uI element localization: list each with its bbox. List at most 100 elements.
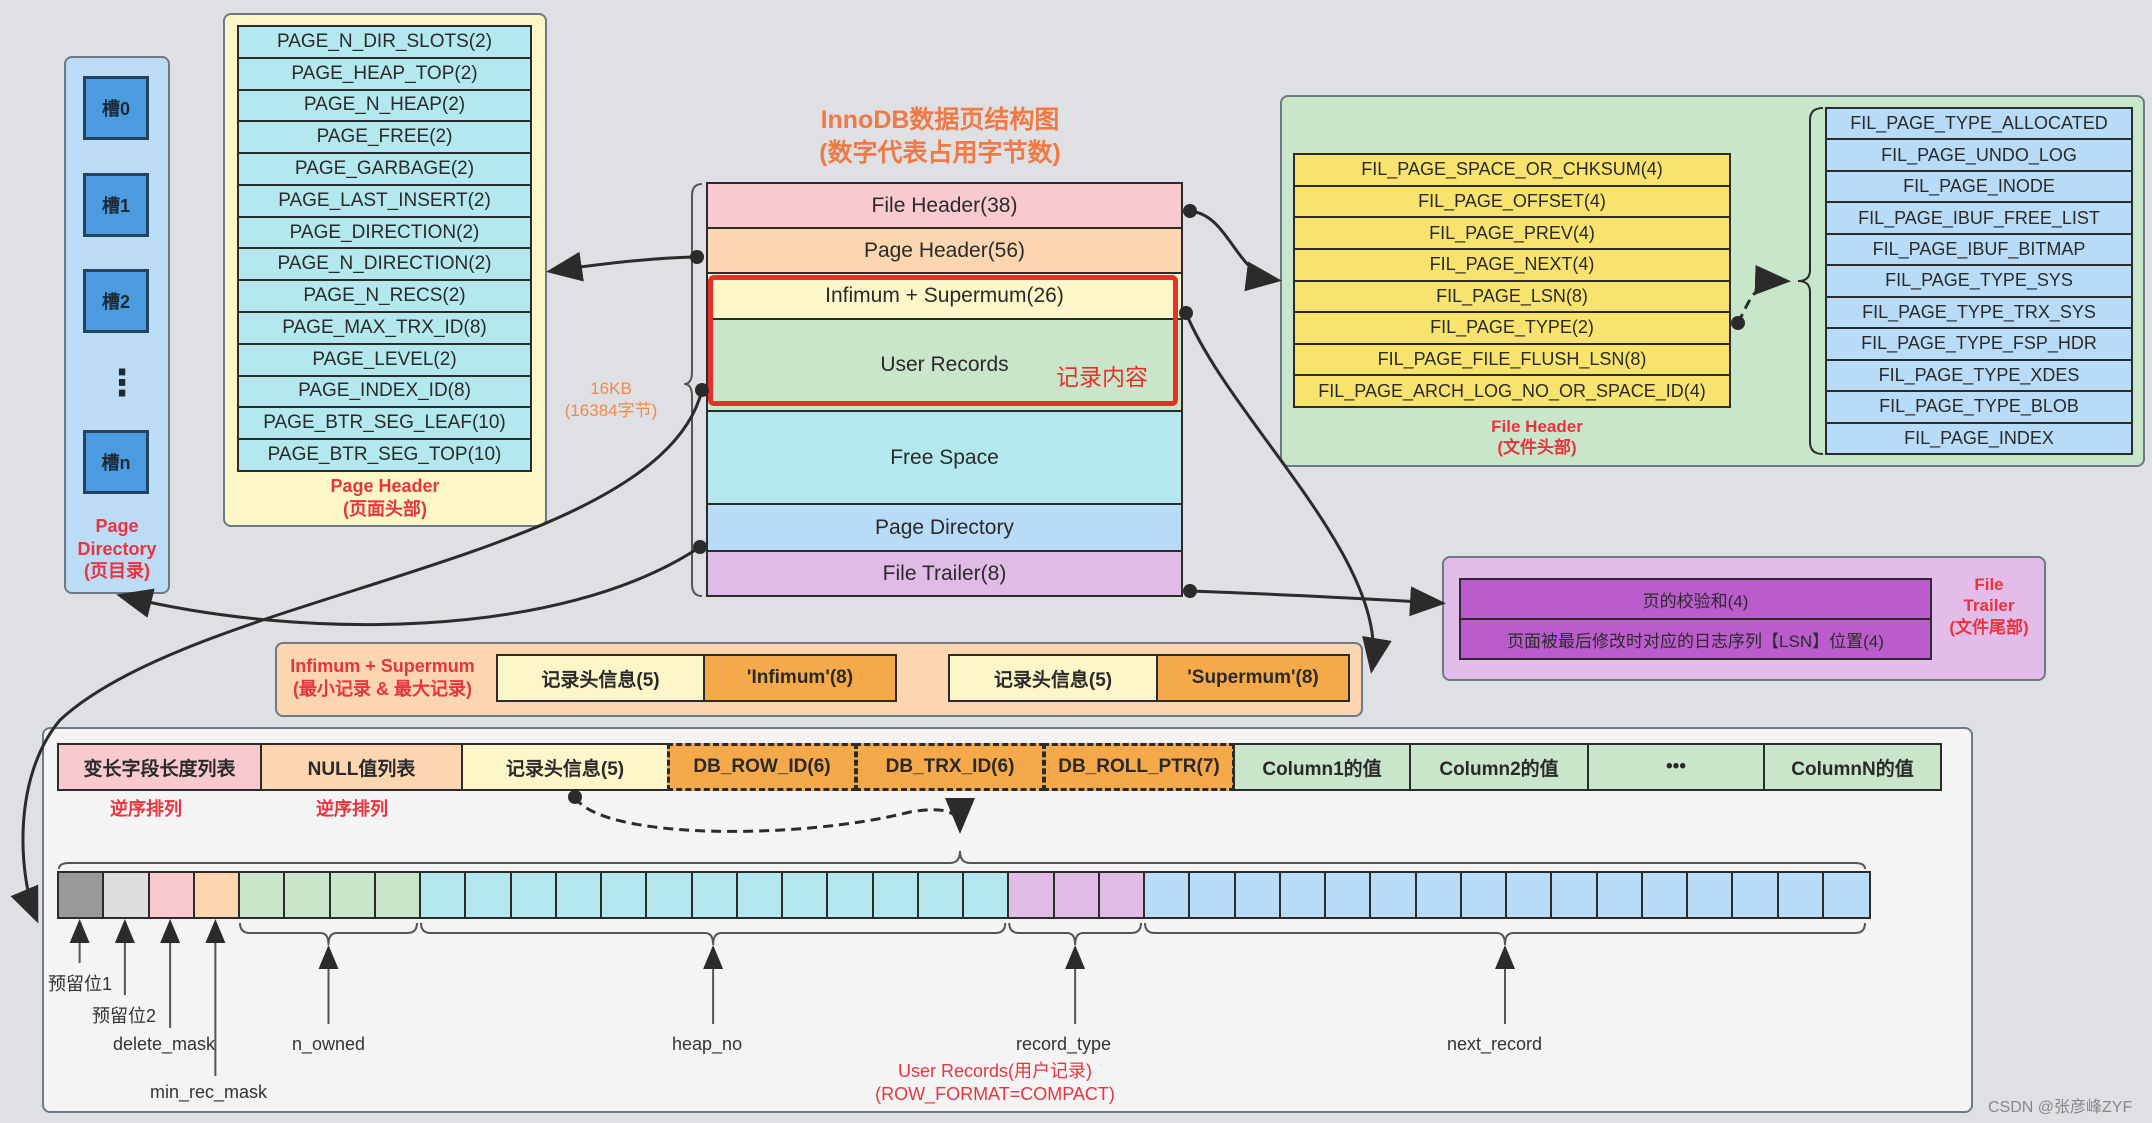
file-header-field: FIL_PAGE_LSN(8): [1295, 282, 1729, 314]
section-infimum-supermum[interactable]: Infimum + Supermum(26): [708, 274, 1181, 320]
bit-cell: [828, 873, 874, 917]
supermum-record: 记录头信息(5) 'Supermum'(8): [948, 654, 1350, 702]
file-header-field: FIL_PAGE_FILE_FLUSH_LSN(8): [1295, 345, 1729, 377]
bit-cell: [59, 873, 105, 917]
page-header-field: PAGE_BTR_SEG_TOP(10): [267, 444, 502, 466]
page-type-item: FIL_PAGE_TYPE_XDES: [1827, 361, 2131, 393]
bit-cell: [421, 873, 467, 917]
bit-cell: [918, 873, 964, 917]
slot-0: 槽0: [83, 76, 149, 140]
file-trailer-field-list: 页的校验和(4) 页面被最后修改时对应的日志序列【LSN】位置(4): [1459, 578, 1932, 660]
file-trailer-field: 页面被最后修改时对应的日志序列【LSN】位置(4): [1507, 631, 1884, 651]
bit-cell: [1371, 873, 1417, 917]
page-type-item: FIL_PAGE_UNDO_LOG: [1827, 140, 2131, 172]
file-header-field: FIL_PAGE_NEXT(4): [1295, 250, 1729, 282]
page-directory-caption: Page Directory (页目录): [77, 516, 157, 581]
file-header-field: FIL_PAGE_ARCH_LOG_NO_OR_SPACE_ID(4): [1318, 380, 1706, 401]
record-field: DB_TRX_ID(6): [855, 743, 1045, 791]
supermum-record-header: 记录头信息(5): [950, 656, 1158, 700]
bit-group-label: min_rec_mask: [150, 1082, 268, 1102]
file-trailer-field: 页的校验和(4): [1461, 580, 1930, 620]
page-header-field: PAGE_LAST_INSERT(2): [239, 186, 530, 218]
bit-cell: [1823, 873, 1869, 917]
bit-cell: [466, 873, 512, 917]
section-page-directory[interactable]: Page Directory: [708, 505, 1181, 552]
page-type-item: FIL_PAGE_TYPE_SYS: [1827, 266, 2131, 298]
bit-cell: [1054, 873, 1100, 917]
arrow-file-header: [1189, 209, 1282, 292]
bit-cell: [1416, 873, 1462, 917]
bit-cell: [1552, 873, 1598, 917]
section-file-header[interactable]: File Header(38): [708, 184, 1181, 229]
ellipsis-icon: ⋮: [104, 362, 140, 403]
bit-cell: [602, 873, 648, 917]
page-header-caption: Page Header (页面头部): [330, 476, 440, 519]
page-header-field: PAGE_N_RECS(2): [239, 281, 530, 314]
section-page-header[interactable]: Page Header(56): [708, 229, 1181, 274]
infimum-record-header: 记录头信息(5): [498, 656, 705, 700]
watermark: CSDN @张彦峰ZYF: [1988, 1099, 2133, 1116]
bit-cell: [1597, 873, 1643, 917]
bit-group-label: next_record: [1447, 1034, 1543, 1054]
page-header-field: PAGE_BTR_SEG_LEAF(10): [239, 408, 530, 441]
bit-cell: [104, 873, 150, 917]
page-size-brace: [683, 183, 703, 597]
bit-cell: [1099, 873, 1145, 917]
bit-cell: [330, 873, 376, 917]
record-header-bits: [57, 871, 1871, 919]
page-type-item: FIL_PAGE_TYPE_BLOB: [1827, 392, 2131, 424]
record-field: Column1的值: [1233, 743, 1411, 791]
diagram-title: InnoDB数据页结构图 (数字代表占用字节数): [819, 106, 1061, 167]
record-field: Column2的值: [1409, 743, 1589, 791]
bit-cell: [240, 873, 286, 917]
page-header-field: PAGE_HEAP_TOP(2): [239, 59, 530, 91]
record-field: NULL值列表: [260, 743, 463, 791]
file-header-field-list: FIL_PAGE_SPACE_OR_CHKSUM(4)FIL_PAGE_OFFS…: [1293, 153, 1731, 408]
bit-cell: [375, 873, 421, 917]
page-type-item: FIL_PAGE_TYPE_ALLOCATED: [1827, 109, 2131, 141]
slot-n: 槽n: [83, 430, 149, 494]
section-free-space[interactable]: Free Space: [708, 412, 1181, 505]
reverse-note-2: 逆序排列: [316, 799, 388, 819]
infimum-supermum-caption: Infimum + Supermum (最小记录 & 最大记录): [290, 656, 475, 699]
arrow-page-header: [546, 251, 698, 282]
bit-cell: [1235, 873, 1281, 917]
bit-cell: [285, 873, 331, 917]
bit-cell: [783, 873, 829, 917]
bit-cell: [149, 873, 195, 917]
page-header-field-list: PAGE_N_DIR_SLOTS(2)PAGE_HEAP_TOP(2)PAGE_…: [237, 25, 532, 472]
supermum-record-value: 'Supermum'(8): [1158, 656, 1348, 700]
slot-1: 槽1: [83, 173, 149, 237]
bit-cell: [1778, 873, 1824, 917]
record-field: 记录头信息(5): [461, 743, 669, 791]
reverse-note-1: 逆序排列: [110, 799, 182, 819]
bit-cell: [1145, 873, 1191, 917]
page-type-item: FIL_PAGE_INODE: [1827, 172, 2131, 204]
bit-group-label: n_owned: [292, 1034, 366, 1054]
record-field: 变长字段长度列表: [57, 743, 262, 791]
file-header-field: FIL_PAGE_OFFSET(4): [1295, 187, 1729, 219]
bit-group-label: record_type: [1016, 1034, 1112, 1054]
page-header-field: PAGE_INDEX_ID(8): [239, 377, 530, 409]
page-header-field: PAGE_N_HEAP(2): [239, 91, 530, 123]
bit-group-label: 预留位2: [92, 1006, 157, 1026]
bit-cell: [1642, 873, 1688, 917]
bit-cell: [1009, 873, 1055, 917]
record-content-label: 记录内容: [1056, 364, 1148, 390]
bit-cell: [1326, 873, 1372, 917]
file-trailer-caption: File Trailer (文件尾部): [1949, 575, 2029, 637]
bit-cell: [1461, 873, 1507, 917]
bit-cell: [194, 873, 240, 917]
file-header-field: FIL_PAGE_TYPE(2): [1295, 313, 1729, 345]
page-size-label: 16KB (16384字节): [564, 379, 658, 421]
section-user-records[interactable]: User Records: [708, 320, 1181, 412]
page-type-item: FIL_PAGE_INDEX: [1904, 427, 2054, 448]
file-header-field: FIL_PAGE_PREV(4): [1295, 218, 1729, 250]
bit-cell: [1688, 873, 1734, 917]
page-header-field: PAGE_GARBAGE(2): [239, 154, 530, 186]
page-header-field: PAGE_DIRECTION(2): [239, 218, 530, 250]
bit-cell: [1280, 873, 1326, 917]
section-file-trailer[interactable]: File Trailer(8): [708, 552, 1181, 595]
page-type-item: FIL_PAGE_TYPE_FSP_HDR: [1827, 329, 2131, 361]
